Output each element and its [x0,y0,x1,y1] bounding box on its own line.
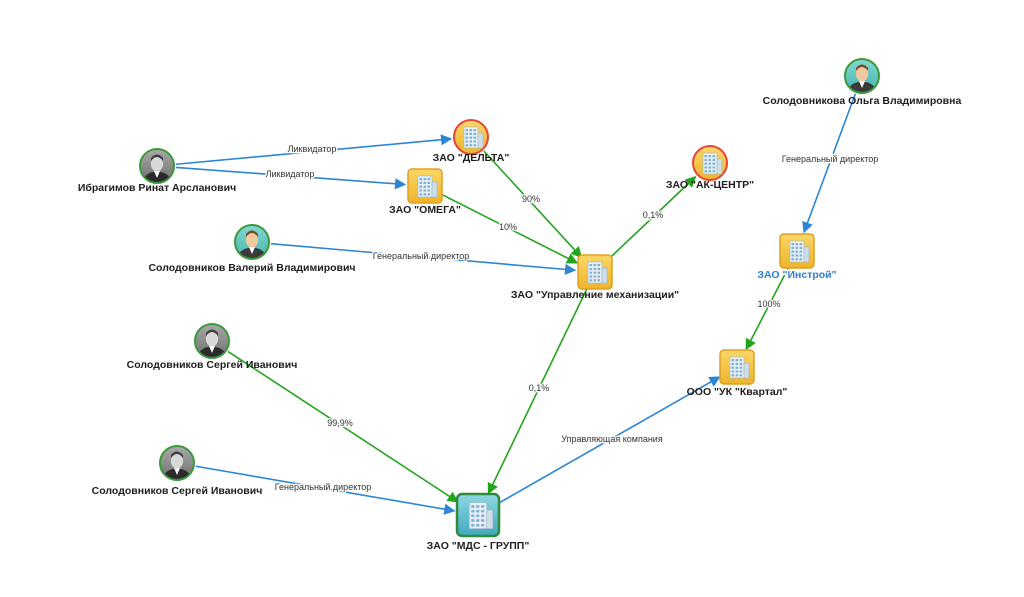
node-ibragimov[interactable]: Ибрагимов Ринат Арсланович [78,148,236,194]
node-upravlenie[interactable]: ЗАО "Управление механизации" [511,254,679,301]
node-solodovnikova_olga[interactable]: Солодовникова Ольга Владимировна [763,58,962,107]
edge-line[interactable] [175,166,407,190]
node-mds_group[interactable]: ЗАО "МДС - ГРУПП" [427,492,530,552]
building-icon [779,233,815,269]
node-solodovnikov_sergey_2[interactable]: Солодовников Сергей Иванович [92,445,263,497]
node-label[interactable]: Солодовников Сергей Иванович [92,485,263,497]
edge-ibragimov-delta[interactable]: Ликвидатор [175,134,453,166]
person-icon [844,58,880,94]
node-label[interactable]: Солодовникова Ольга Владимировна [763,95,962,107]
edge-instroy-kvartal[interactable]: 100% [745,267,789,351]
edge-mds_group-kvartal[interactable]: Управляющая компания [497,376,721,505]
person-icon [194,323,230,359]
edge-line[interactable] [745,267,789,351]
edge-label: Генеральный директор [275,482,372,492]
node-label[interactable]: ЗАО "Инстрой" [756,268,838,283]
edge-label: Управляющая компания [561,434,663,444]
edge-line[interactable] [441,193,579,264]
edge-solodovnikov_valery-upravlenie[interactable]: Генеральный директор [270,242,577,275]
edge-label: 99,9% [327,418,353,428]
edge-solodovnikov_sergey_1-mds_group[interactable]: 99,9% [227,350,459,503]
building-icon [407,168,443,204]
edge-solodovnikova_olga-instroy[interactable]: Генеральный директор [780,93,880,234]
node-instroy[interactable]: ЗАО "Инстрой" [756,233,838,283]
building-icon [692,145,728,181]
edge-line[interactable] [802,93,857,234]
building-icon [453,119,489,155]
edge-label: Генеральный директор [373,251,470,261]
edge-omega-upravlenie[interactable]: 10% [441,193,579,264]
node-solodovnikov_sergey_1[interactable]: Солодовников Сергей Иванович [127,323,298,371]
node-label[interactable]: ООО "УК "Квартал" [687,386,788,398]
edges-layer: ЛиквидаторЛиквидатор90%10%0,1%Генеральны… [175,93,880,515]
edge-line[interactable] [195,465,456,515]
person-icon [234,224,270,260]
edge-label: Ликвидатор [266,169,315,179]
node-solodovnikov_valery[interactable]: Солодовников Валерий Владимирович [148,224,356,274]
edge-label: 0,1% [529,383,550,393]
edge-line[interactable] [487,288,588,495]
building-icon [577,254,613,290]
edge-line[interactable] [175,134,453,166]
building-icon [719,349,755,385]
edge-line[interactable] [608,175,697,260]
nodes-layer: Ибрагимов Ринат Арсланович ЗАО "ДЕЛЬТА" ЗА… [78,58,962,552]
edge-line[interactable] [497,376,721,505]
node-label[interactable]: ЗАО "ДЕЛЬТА" [433,152,510,164]
node-kvartal[interactable]: ООО "УК "Квартал" [687,349,788,398]
edge-label: Генеральный директор [782,154,879,164]
edge-line[interactable] [227,350,459,503]
edge-line[interactable] [483,150,583,259]
edge-solodovnikov_sergey_2-mds_group[interactable]: Генеральный директор [195,465,456,515]
node-label[interactable]: ЗАО "МДС - ГРУПП" [427,540,530,552]
node-delta[interactable]: ЗАО "ДЕЛЬТА" [433,119,510,164]
edge-ibragimov-omega[interactable]: Ликвидатор [175,166,407,190]
building-icon [455,492,501,538]
edge-label: Ликвидатор [288,144,337,154]
edge-upravlenie-mds_group[interactable]: 0,1% [487,288,588,495]
edge-upravlenie-ak_center[interactable]: 0,1% [608,175,697,260]
person-icon [139,148,175,184]
node-label[interactable]: ЗАО "Управление механизации" [511,289,679,301]
edge-label: 90% [522,194,540,204]
node-omega[interactable]: ЗАО "ОМЕГА" [389,168,461,216]
edge-label: 100% [757,299,780,309]
edge-delta-upravlenie[interactable]: 90% [483,150,583,259]
node-label[interactable]: ЗАО "АК-ЦЕНТР" [666,179,754,191]
node-ak_center[interactable]: ЗАО "АК-ЦЕНТР" [666,145,754,191]
node-label[interactable]: ЗАО "ОМЕГА" [389,204,461,216]
person-icon [159,445,195,481]
node-label[interactable]: Ибрагимов Ринат Арсланович [78,182,236,194]
edge-line[interactable] [270,242,577,275]
edge-label: 10% [499,222,517,232]
edge-label: 0,1% [643,210,664,220]
node-label[interactable]: Солодовников Валерий Владимирович [148,262,355,274]
node-label[interactable]: Солодовников Сергей Иванович [127,359,298,371]
